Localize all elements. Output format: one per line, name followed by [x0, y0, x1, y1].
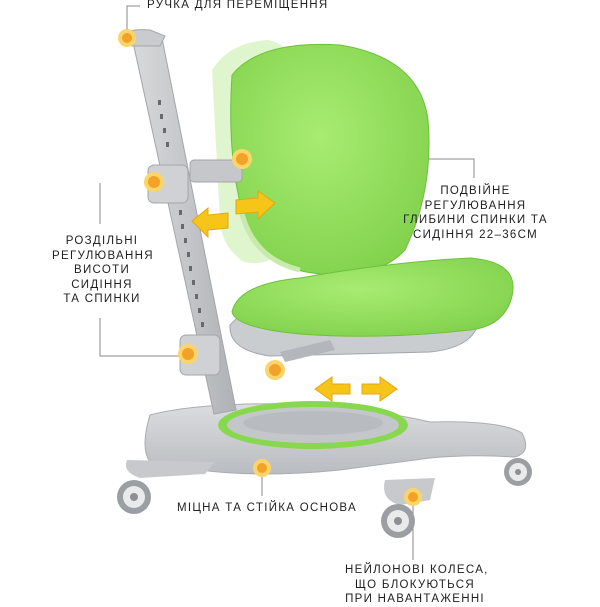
backrest — [189, 40, 430, 275]
marker-wheels-icon — [404, 488, 422, 506]
marker-handle-icon — [118, 29, 136, 47]
depth-callout-label: ПОДВІЙНЕ РЕГУЛЮВАННЯ ГЛИБИНИ СПИНКИ ТА С… — [403, 185, 548, 241]
marker-base-icon — [253, 459, 271, 477]
seat — [229, 257, 514, 362]
marker-back-height-icon — [144, 172, 164, 192]
marker-seat-height-icon — [178, 344, 198, 364]
handle-callout-line — [126, 5, 140, 38]
handle-callout-label: РУЧКА ДЛЯ ПЕРЕМІЩЕННЯ — [147, 0, 329, 11]
chair-base — [125, 401, 527, 505]
wheel-back-right — [504, 458, 532, 486]
wheel-front-right — [381, 504, 415, 538]
marker-depth-icon — [232, 149, 252, 169]
seat-depth-arrow — [314, 376, 398, 402]
backrest-depth-arrow — [191, 190, 276, 239]
base-callout-label: МІЦНА ТА СТІЙКА ОСНОВА — [177, 502, 357, 514]
height-callout-label: РОЗДІЛЬНІ РЕГУЛЮВАННЯ ВИСОТИ СИДІННЯ ТА … — [52, 235, 154, 305]
marker-seat-depth-icon — [265, 360, 285, 380]
height-callout-line-lower — [99, 318, 186, 357]
wheel-front-left — [117, 480, 151, 514]
